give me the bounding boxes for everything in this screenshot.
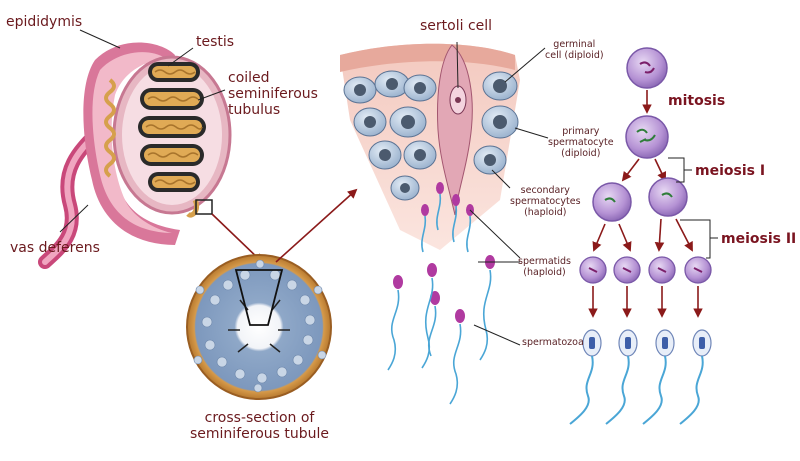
primary-spermatocyte-label: primary spermatocyte (diploid)	[548, 126, 614, 160]
secondary-spermatocytes-label: secondary spermatocytes (haploid)	[510, 185, 581, 219]
epididymis-label: epididymis	[6, 14, 83, 30]
sertoli-cell-label: sertoli cell	[420, 18, 493, 34]
germinal-cell-line-2: cell (diploid)	[545, 49, 604, 61]
coiled-label-line-2: seminiferous	[228, 86, 318, 103]
germinal-cell-line-1: germinal	[553, 39, 596, 50]
meiosis-2-label: meiosis II	[721, 231, 797, 247]
spermatids-label: spermatids (haploid)	[518, 256, 571, 279]
cross-section-illustration	[186, 254, 332, 400]
germinal-cell-label: germinal cell (diploid)	[545, 39, 604, 62]
primary-line-2: spermatocyte	[548, 136, 614, 148]
mitosis-label: mitosis	[668, 93, 726, 109]
secondary-line-3: (haploid)	[524, 206, 567, 218]
spermatogenesis-cascade	[569, 47, 718, 425]
cross-section-line-1: cross-section of	[204, 410, 315, 426]
spermatids-line-1: spermatids	[518, 256, 571, 267]
spermatozoa-label: spermatozoa	[522, 337, 584, 348]
coiled-label-line-1: coiled	[228, 70, 270, 86]
testis-illustration	[38, 42, 232, 269]
seminiferous-tissue-illustration	[340, 43, 520, 405]
sertoli-cell-shape	[437, 44, 473, 216]
coiled-seminiferous-tubulus-label: coiled seminiferous tubulus	[228, 70, 318, 118]
primary-line-3: (diploid)	[561, 147, 601, 159]
coiled-label-line-3: tubulus	[228, 102, 281, 119]
secondary-line-2: spermatocytes	[510, 195, 581, 207]
cross-section-line-2: seminiferous tubule	[190, 426, 329, 443]
cross-section-label: cross-section of seminiferous tubule	[190, 410, 329, 442]
primary-line-1: primary	[562, 126, 600, 137]
meiosis-1-label: meiosis I	[695, 163, 766, 179]
testis-label: testis	[196, 34, 235, 50]
secondary-line-1: secondary	[520, 185, 570, 196]
vas-deferens-label: vas deferens	[10, 240, 100, 256]
spermatids-line-2: (haploid)	[523, 266, 566, 278]
